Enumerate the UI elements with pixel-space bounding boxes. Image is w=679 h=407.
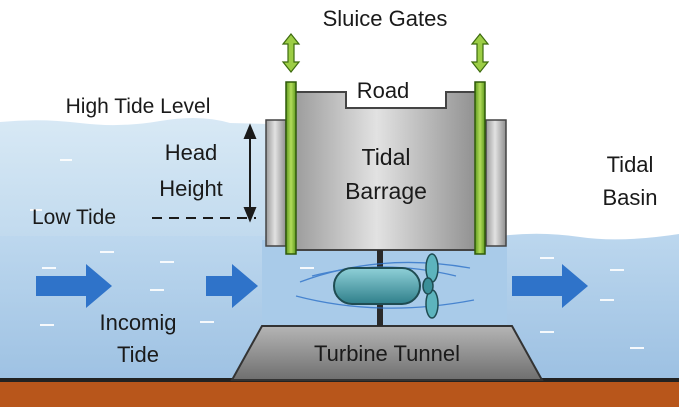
head-height-dimension [243, 123, 257, 223]
seabed [0, 378, 679, 407]
tidal-label: Tidal [362, 144, 411, 170]
double-headed-arrow-icon [281, 33, 301, 73]
right-arrow-icon [36, 264, 112, 308]
height-label: Height [159, 176, 223, 201]
incoming-tide-label-line2: Tide [117, 342, 159, 367]
tidal-barrage [291, 91, 481, 251]
high-tide-level-label: High Tide Level [66, 95, 211, 118]
tidal-basin-label-line1: Tidal [607, 152, 654, 177]
low-tide-water [0, 236, 270, 382]
sluice-gate-left [285, 81, 297, 255]
sluice-gate-right [474, 81, 486, 255]
incoming-tide-label-line1: Incomig [99, 310, 176, 335]
right-arrow-icon [206, 264, 258, 308]
double-headed-arrow-icon [470, 33, 490, 73]
turbine-icon [333, 253, 439, 319]
barrage-label: Barrage [345, 178, 427, 204]
turbine-tunnel-label: Turbine Tunnel [314, 341, 460, 366]
wave-marks [30, 149, 644, 349]
road-label: Road [357, 78, 410, 103]
sluice-gates-label: Sluice Gates [323, 6, 448, 31]
barrage-right-flange [485, 119, 507, 247]
low-tide-label: Low Tide [32, 206, 116, 229]
turbine-tunnel [230, 325, 544, 381]
tidal-basin-water [500, 233, 679, 382]
tidal-basin-label-line2: Basin [602, 185, 657, 210]
right-arrow-icon [512, 264, 588, 308]
barrage-left-flange [265, 119, 287, 247]
head-label: Head [165, 140, 218, 165]
